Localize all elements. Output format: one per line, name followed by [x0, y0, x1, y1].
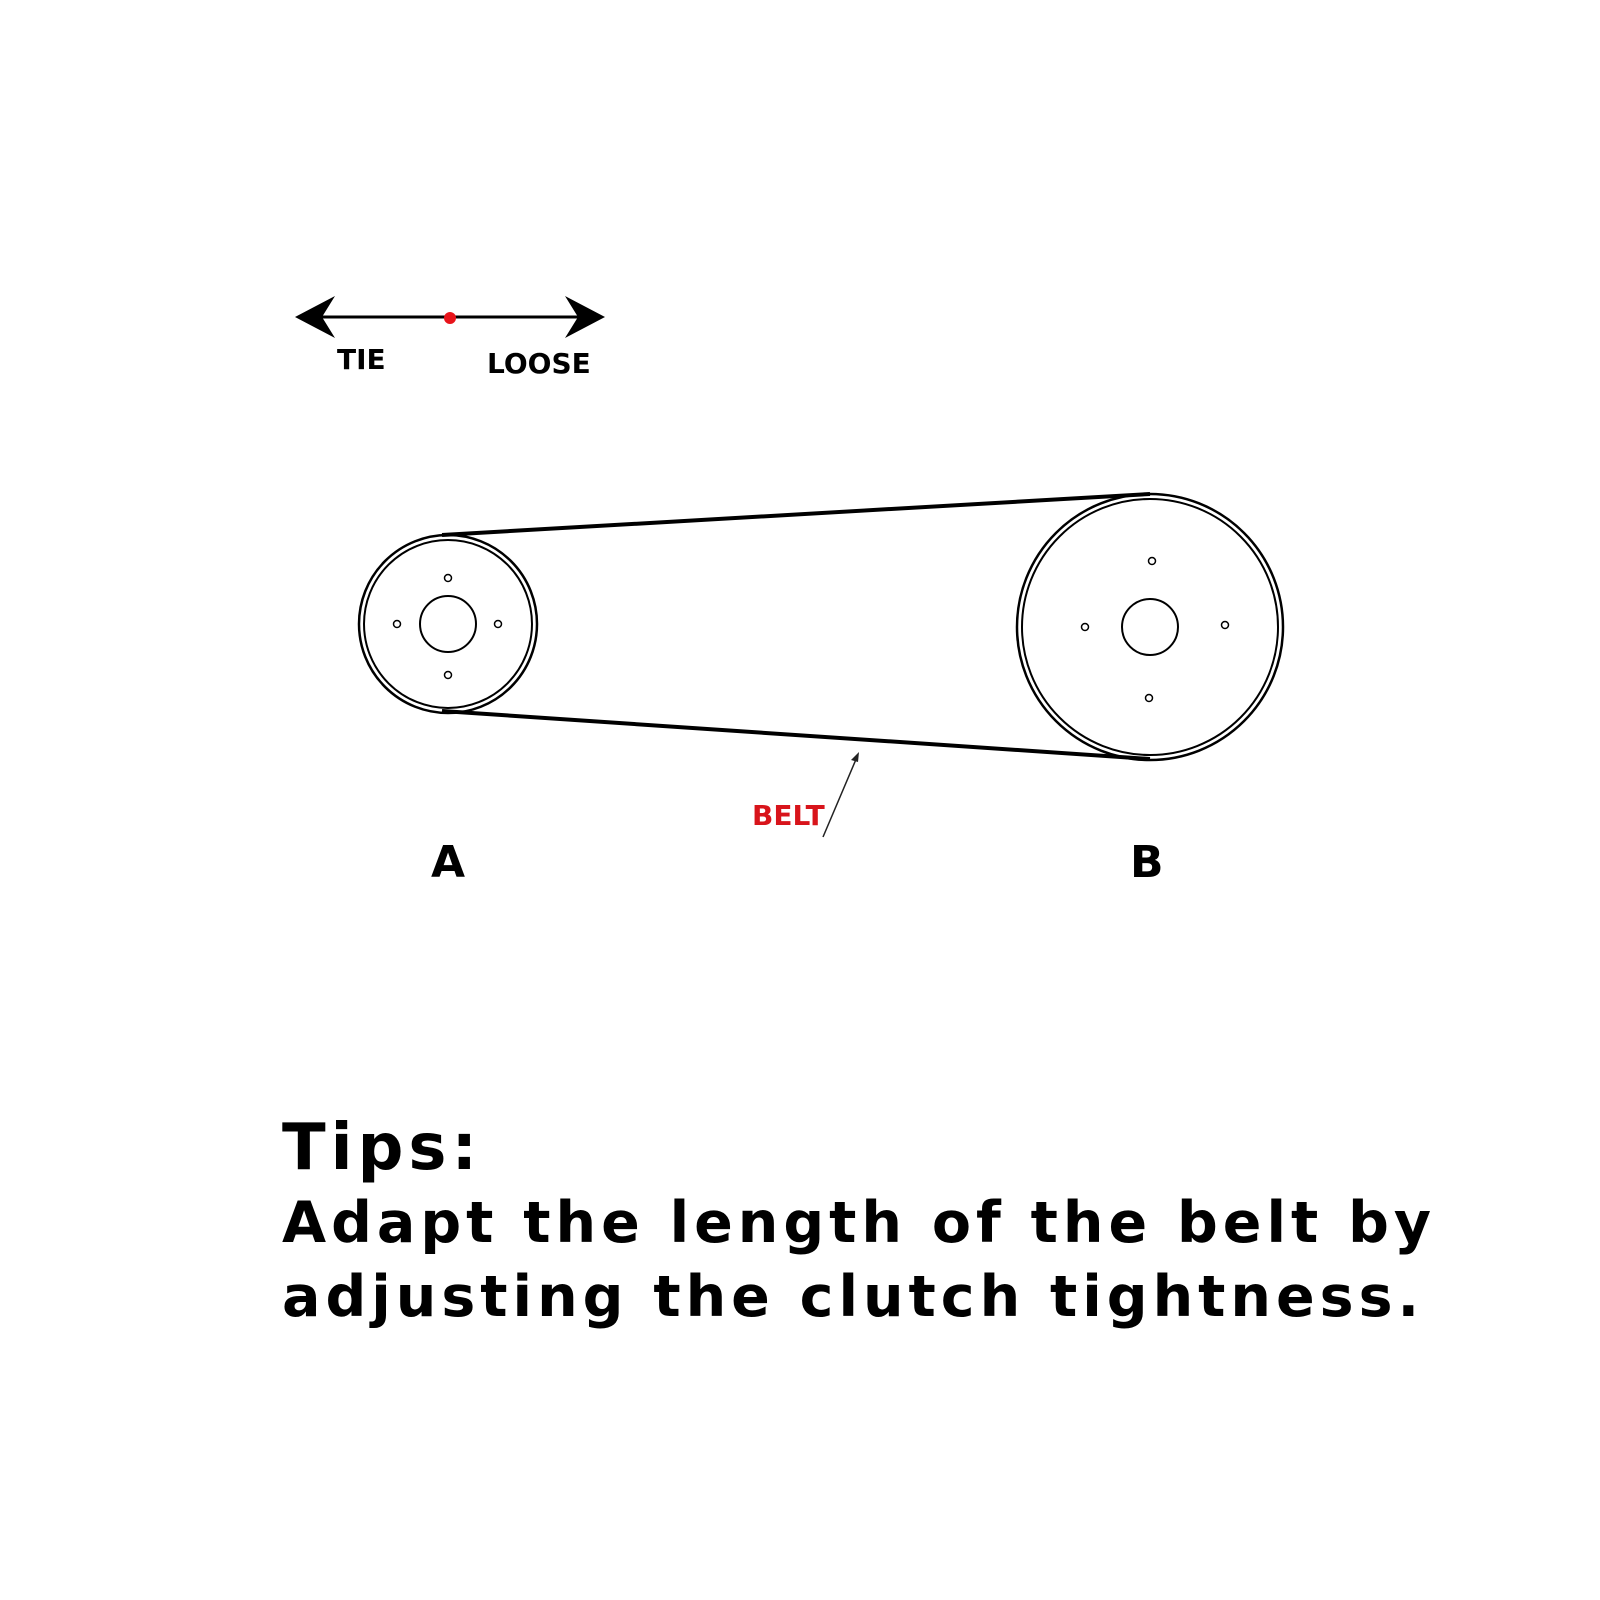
pulley-b-label: B	[1130, 837, 1164, 888]
pulley-a-outer-rim	[357, 533, 539, 715]
right-arrowhead-icon	[565, 296, 605, 338]
belt-callout: BELT	[752, 752, 859, 838]
loose-label: LOOSE	[487, 347, 591, 380]
pulley-b-inner-rim	[1021, 498, 1279, 756]
pulley-a-bolt-hole	[392, 619, 402, 629]
belt-pointer-line	[822, 756, 858, 838]
belt-label: BELT	[752, 799, 825, 832]
pulley-a-hub	[419, 595, 477, 653]
pulley-b-bolt-hole	[1080, 622, 1090, 632]
neutral-marker-dot	[444, 312, 456, 324]
pulley-a-bolt-hole	[443, 573, 453, 583]
tips-title: Tips:	[282, 1111, 483, 1185]
pulley-a-bolt-hole	[493, 619, 503, 629]
left-arrowhead-icon	[295, 296, 335, 338]
pulley-a-bolt-hole	[443, 670, 453, 680]
pulley-b-bolt-hole	[1144, 693, 1154, 703]
tension-direction-indicator: TIE LOOSE	[295, 296, 605, 380]
tips-section: Tips: Adapt the length of the belt by ad…	[282, 1110, 1482, 1334]
belt	[441, 492, 1151, 761]
pulley-b-bolt-hole	[1147, 556, 1157, 566]
tips-line-1: Adapt the length of the belt by	[282, 1190, 1437, 1256]
pulley-b	[1015, 492, 1285, 762]
pulley-b-outer-rim	[1015, 492, 1285, 762]
pulley-a	[357, 533, 539, 715]
pulley-b-bolt-hole	[1220, 620, 1230, 630]
pulley-a-label: A	[431, 837, 465, 888]
tie-label: TIE	[337, 343, 386, 376]
belt-pointer-arrow-icon	[851, 752, 859, 762]
pulley-b-hub	[1121, 598, 1179, 656]
tips-line-2: adjusting the clutch tightness.	[282, 1264, 1425, 1330]
pulley-a-inner-rim	[363, 539, 533, 709]
belt-top-run	[441, 492, 1151, 537]
belt-bottom-run	[441, 709, 1151, 761]
